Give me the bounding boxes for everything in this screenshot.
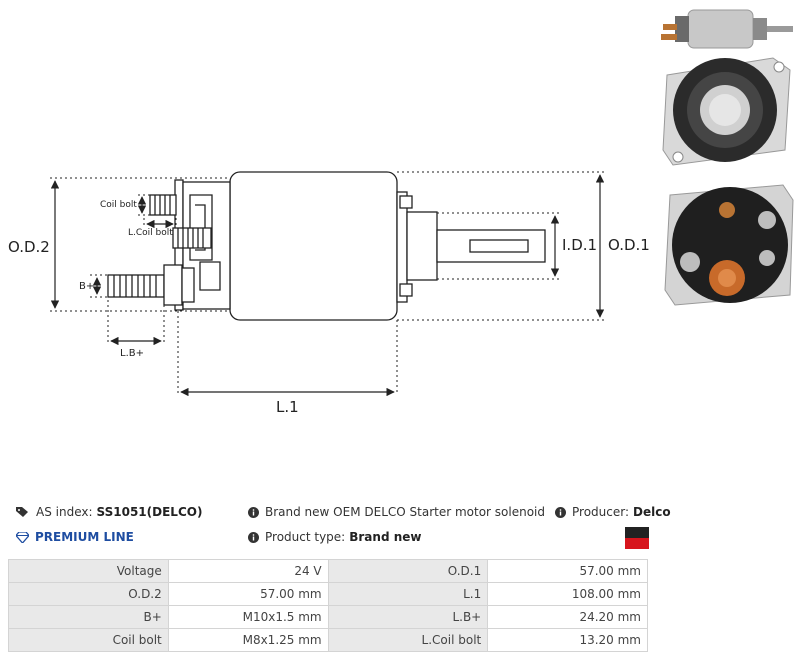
brand-swatch-bottom — [625, 538, 649, 549]
product-photos — [661, 9, 794, 306]
spec-label: L.B+ — [327, 605, 489, 629]
info-icon — [555, 506, 566, 518]
spec-label: Coil bolt — [8, 628, 169, 652]
table-row: O.D.2 57.00 mm L.1 108.00 mm — [8, 582, 648, 606]
product-type-label: Product type: — [265, 530, 346, 544]
spec-label: L.Coil bolt — [327, 628, 489, 652]
spec-value: 108.00 mm — [487, 582, 648, 606]
spec-label: B+ — [8, 605, 169, 629]
premium-line-label: PREMIUM LINE — [35, 530, 134, 544]
producer-value: Delco — [633, 505, 671, 519]
product-type-value: Brand new — [349, 530, 422, 544]
as-index-label: AS index: — [36, 505, 93, 519]
info-icon — [248, 531, 259, 543]
producer-brand-swatch — [625, 527, 649, 549]
l1-label: L.1 — [276, 398, 299, 416]
description-text: Brand new OEM DELCO Starter motor soleno… — [265, 505, 545, 519]
product-info: AS index: SS1051(DELCO) PREMIUM LINE Bra… — [0, 500, 800, 560]
spec-value: 57.00 mm — [167, 582, 329, 606]
coil-bolt-label: Coil bolt — [100, 200, 137, 210]
description: Brand new OEM DELCO Starter motor soleno… — [248, 505, 545, 519]
solenoid-front-photo — [662, 57, 791, 166]
b-plus-label: B+ — [79, 281, 94, 292]
info-icon — [248, 506, 259, 518]
spec-value: 57.00 mm — [487, 559, 648, 583]
l-coil-bolt-label: L.Coil bolt — [128, 228, 173, 238]
brand-swatch-top — [625, 527, 649, 538]
diamond-icon — [16, 531, 29, 543]
spec-value: M10x1.5 mm — [167, 605, 329, 629]
od2-label: O.D.2 — [8, 238, 50, 256]
spec-label: L.1 — [327, 582, 489, 606]
spec-label: Voltage — [8, 559, 169, 583]
spec-value: 24.20 mm — [487, 605, 648, 629]
as-index-value: SS1051(DELCO) — [96, 505, 203, 519]
tags-icon — [16, 507, 28, 517]
product-type: Product type: Brand new — [248, 530, 421, 544]
table-row: Coil bolt M8x1.25 mm L.Coil bolt 13.20 m… — [8, 628, 648, 652]
solenoid-back-photo — [664, 184, 794, 306]
l-b-plus-label: L.B+ — [120, 348, 144, 359]
spec-value: M8x1.25 mm — [167, 628, 329, 652]
specs-table: Voltage 24 V O.D.1 57.00 mm O.D.2 57.00 … — [8, 559, 648, 652]
solenoid-technical-drawing: O.D.2 O.D.1 I.D.1 L.1 Coil bolt L.Coil b… — [8, 171, 650, 416]
producer-label: Producer: — [572, 505, 630, 519]
od1-label: O.D.1 — [608, 236, 650, 254]
spec-value: 13.20 mm — [487, 628, 648, 652]
table-row: Voltage 24 V O.D.1 57.00 mm — [8, 559, 648, 583]
premium-line: PREMIUM LINE — [16, 530, 134, 544]
solenoid-side-photo — [661, 9, 793, 49]
as-index: AS index: SS1051(DELCO) — [16, 505, 202, 519]
spec-label: O.D.1 — [327, 559, 489, 583]
spec-label: O.D.2 — [8, 582, 169, 606]
spec-value: 24 V — [167, 559, 329, 583]
producer: Producer: Delco — [555, 505, 671, 519]
table-row: B+ M10x1.5 mm L.B+ 24.20 mm — [8, 605, 648, 629]
id1-label: I.D.1 — [562, 236, 597, 254]
